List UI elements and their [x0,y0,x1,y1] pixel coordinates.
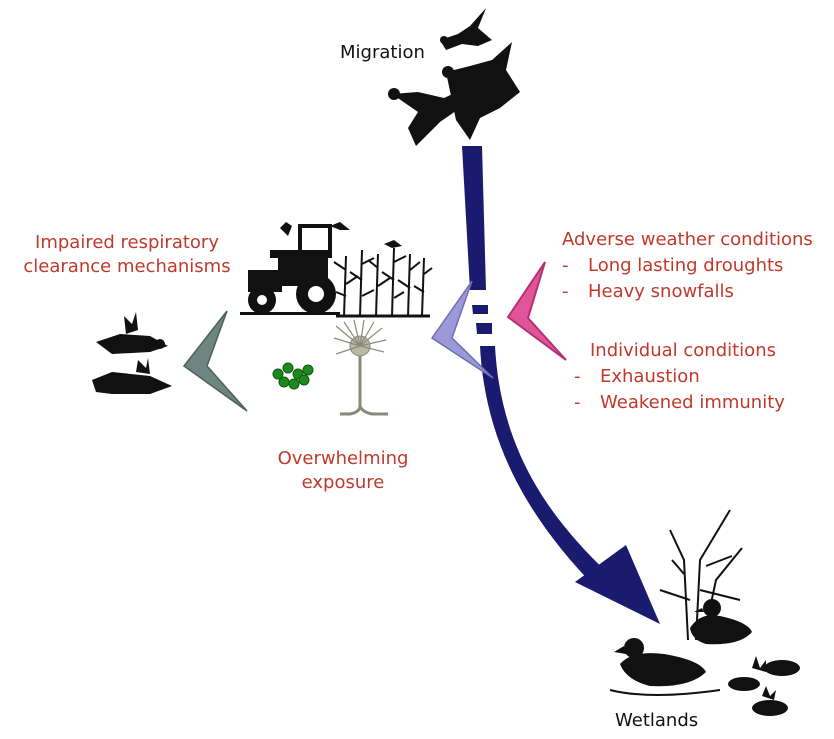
adverse-weather-block: Adverse weather conditions -Long lasting… [562,231,813,309]
chevron-lavender [430,280,494,379]
dead-bird-icon [92,312,172,394]
impaired-line-1: Impaired respiratory [35,232,219,253]
migration-arrow [462,146,660,624]
water-lily-icon [728,656,800,716]
individual-item: -Weakened immunity [574,392,785,413]
chevron-pink [506,261,567,361]
chevron-gray [182,310,248,412]
fungus-icon [333,319,388,416]
adverse-weather-title: Adverse weather conditions [562,229,813,250]
individual-item: -Exhaustion [574,366,700,387]
reed-icon [659,509,743,641]
label-wetlands: Wetlands [615,710,699,731]
overwhelming-line-2: exposure [301,472,385,493]
adverse-item: -Long lasting droughts [562,255,784,276]
small-birds-icon [280,222,402,248]
individual-conditions-block: Individual conditions -Exhaustion -Weake… [574,342,785,420]
label-impaired-clearance: Impaired respiratory clearance mechanism… [14,234,240,282]
spores-icon [272,362,314,390]
duck-icon [609,599,752,696]
corn-field-icon [333,247,433,318]
flying-geese-icon [388,8,520,146]
label-migration: Migration [340,42,425,63]
tractor-icon [240,224,340,315]
label-overwhelming-exposure: Overwhelming exposure [266,450,420,498]
individual-conditions-title: Individual conditions [590,340,776,361]
overwhelming-line-1: Overwhelming [277,448,409,469]
impaired-line-2: clearance mechanisms [23,256,231,277]
adverse-item: -Heavy snowfalls [562,281,734,302]
